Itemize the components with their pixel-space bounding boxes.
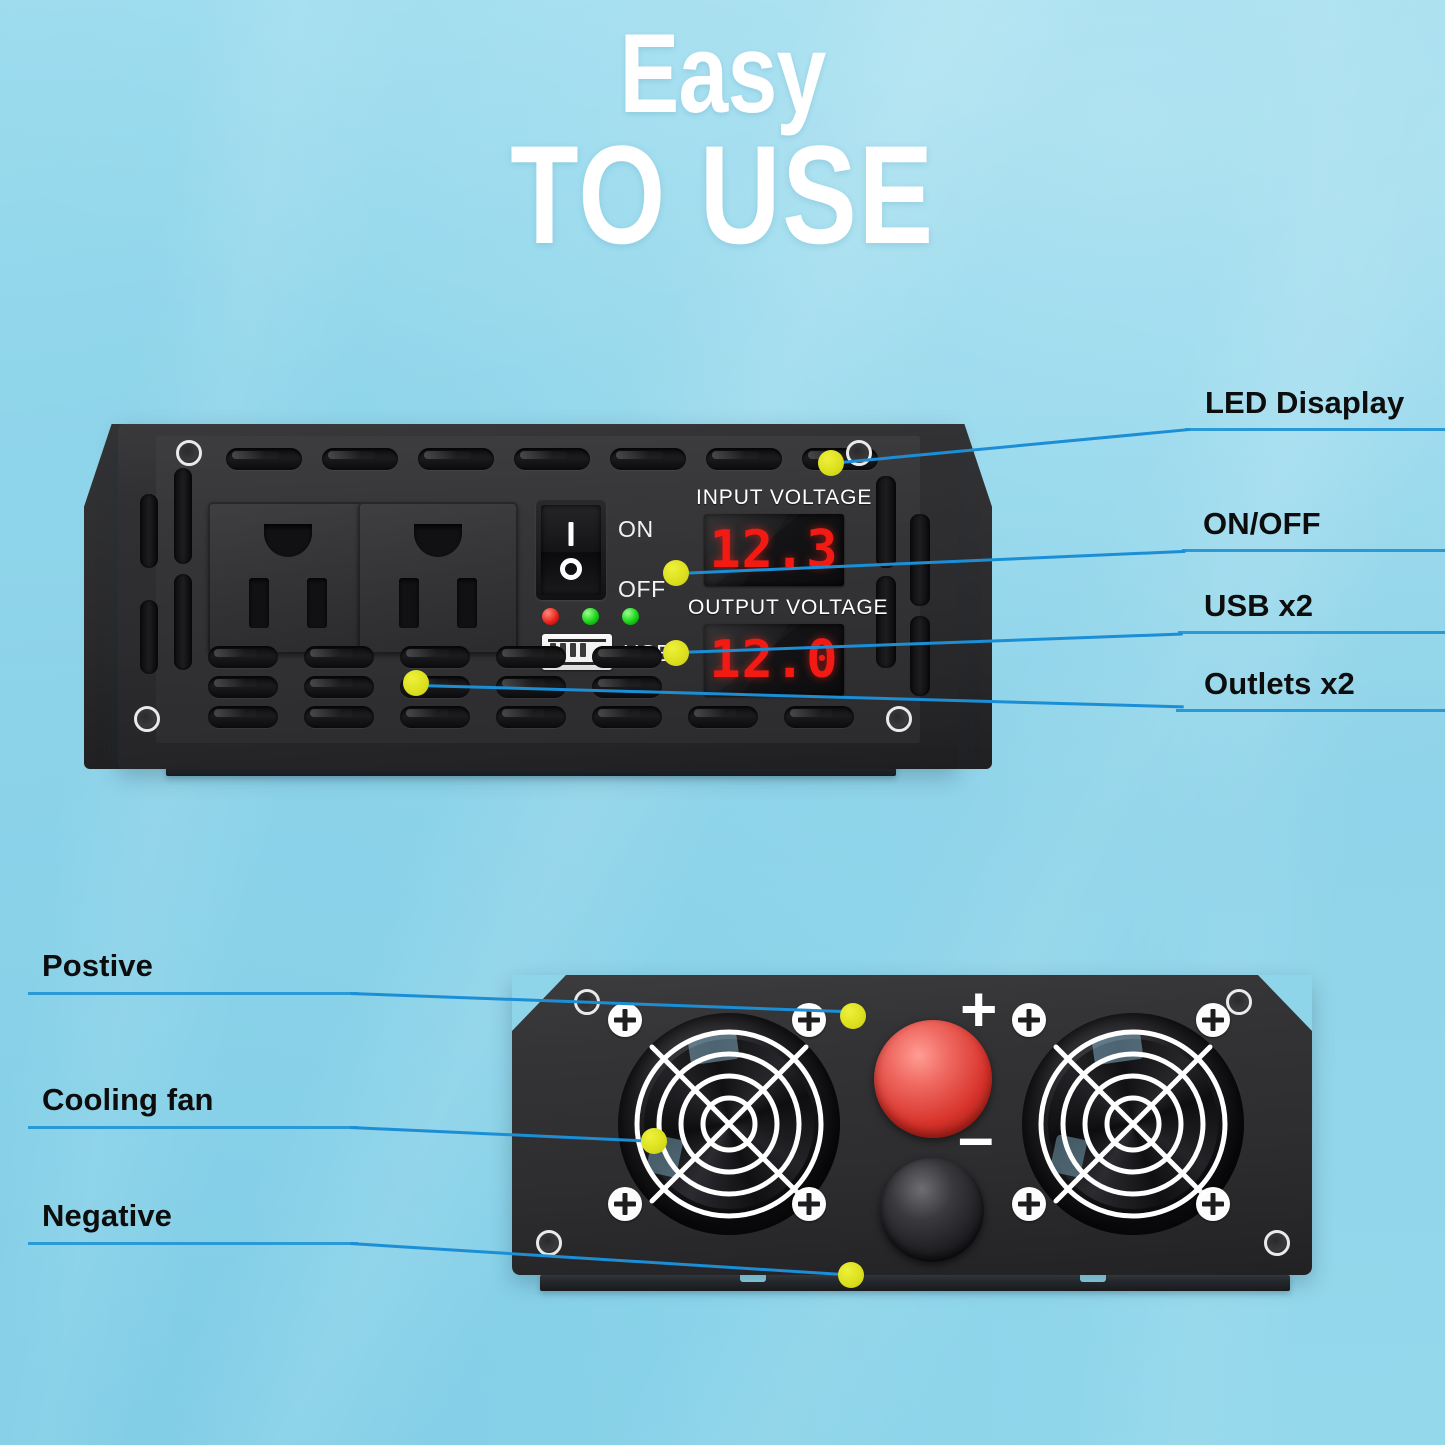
outlet-ground-pin [414,524,462,557]
fan-grille [1038,1029,1228,1219]
vent-slot [592,676,662,698]
input-voltage-value: 12.3 [709,520,839,580]
vent-slot [400,706,470,728]
title-line-2: TO USE [510,116,935,273]
callout-rule-usb [1178,631,1445,634]
fan-screw-top-right [1196,1003,1230,1037]
fan-screw-bottom-right [1196,1187,1230,1221]
ac-outlet-2[interactable] [358,502,518,654]
vent-slot-vertical [910,616,930,696]
vent-slot [496,706,566,728]
callout-label-positive: Postive [42,948,153,983]
vent-slot-vertical [876,476,896,568]
vent-slot [322,448,398,470]
negative-terminal[interactable] [880,1158,984,1262]
outlet-blade-slot [307,578,327,628]
callout-rule-led-display [1185,428,1445,431]
rocker-face [541,505,601,595]
callout-dot-cooling-fan [641,1128,667,1154]
callout-label-cooling-fan: Cooling fan [42,1082,214,1117]
vent-slot [592,706,662,728]
output-voltage-caption: OUTPUT VOLTAGE [688,596,889,619]
screw-hole-bottom-right [886,706,912,732]
outlet-blade-slot [457,578,477,628]
vent-slot [208,706,278,728]
positive-terminal[interactable] [874,1020,992,1138]
screw-hole-bottom-left [134,706,160,732]
callout-label-outlets: Outlets x2 [1204,666,1355,701]
vent-slot-vertical [910,514,930,606]
vent-slot [304,646,374,668]
fan-screw-top-left [1012,1003,1046,1037]
vent-slot-vertical [876,576,896,668]
page-title: Easy TO USE [0,18,1445,267]
power-on-symbol [568,522,574,546]
vent-slot [418,448,494,470]
inverter-back-view: + – [512,975,1312,1275]
callout-label-negative: Negative [42,1198,173,1233]
callout-rule-outlets [1176,709,1445,712]
callout-dot-outlets [403,670,429,696]
callout-rule-cooling-fan [28,1126,358,1129]
vent-slot-vertical [140,494,158,568]
screw-hole-top-left [176,440,202,466]
vent-slot [592,646,662,668]
vent-slot [304,706,374,728]
vent-slot [400,646,470,668]
negative-symbol: – [958,1101,994,1173]
vent-slot-vertical [174,574,192,670]
fan-screw-bottom-right [792,1187,826,1221]
callout-dot-led-display [818,450,844,476]
mounting-rail-bottom-unit [540,1275,1290,1291]
status-led-green-2 [622,608,639,625]
callout-dot-positive [840,1003,866,1029]
callout-label-usb: USB x2 [1204,588,1314,623]
input-voltage-caption: INPUT VOLTAGE [696,486,873,509]
callout-label-led-display: LED Disaplay [1205,385,1405,420]
screw-hole-bottom-right [1264,1230,1290,1256]
callout-rule-positive [28,992,358,995]
vent-slot [208,646,278,668]
vent-slot [688,706,758,728]
callout-dot-negative [838,1262,864,1288]
vent-slot [496,646,566,668]
switch-on-label: ON [618,516,654,542]
outlet-blade-slot [399,578,419,628]
screw-hole-bottom-left [536,1230,562,1256]
output-voltage-display: 12.0 [704,624,844,696]
fan-grille [634,1029,824,1219]
outlet-ground-pin [264,524,312,557]
input-voltage-display: 12.3 [704,514,844,586]
screw-hole-top-right [1226,989,1252,1015]
fan-screw-top-left [608,1003,642,1037]
vent-slot [514,448,590,470]
power-off-symbol [560,558,582,580]
fan-screw-bottom-left [608,1187,642,1221]
vent-slot [784,706,854,728]
vent-slot [706,448,782,470]
vent-slot-vertical [174,468,192,564]
callout-rule-on-off [1182,549,1445,552]
callout-dot-usb [663,640,689,666]
status-led-green-1 [582,608,599,625]
vent-slot [208,676,278,698]
callout-rule-negative [28,1242,358,1245]
fan-screw-bottom-left [1012,1187,1046,1221]
outlet-blade-slot [249,578,269,628]
vent-slot-vertical [140,600,158,674]
output-voltage-value: 12.0 [709,630,839,690]
vent-slot [226,448,302,470]
callout-dot-on-off [663,560,689,586]
vent-slot [610,448,686,470]
vent-slot [304,676,374,698]
status-led-red [542,608,559,625]
title-line-1: Easy [619,11,826,136]
power-rocker-switch[interactable] [536,500,606,600]
callout-label-on-off: ON/OFF [1203,506,1321,541]
ac-outlet-1[interactable] [208,502,368,654]
switch-off-label: OFF [618,576,666,602]
